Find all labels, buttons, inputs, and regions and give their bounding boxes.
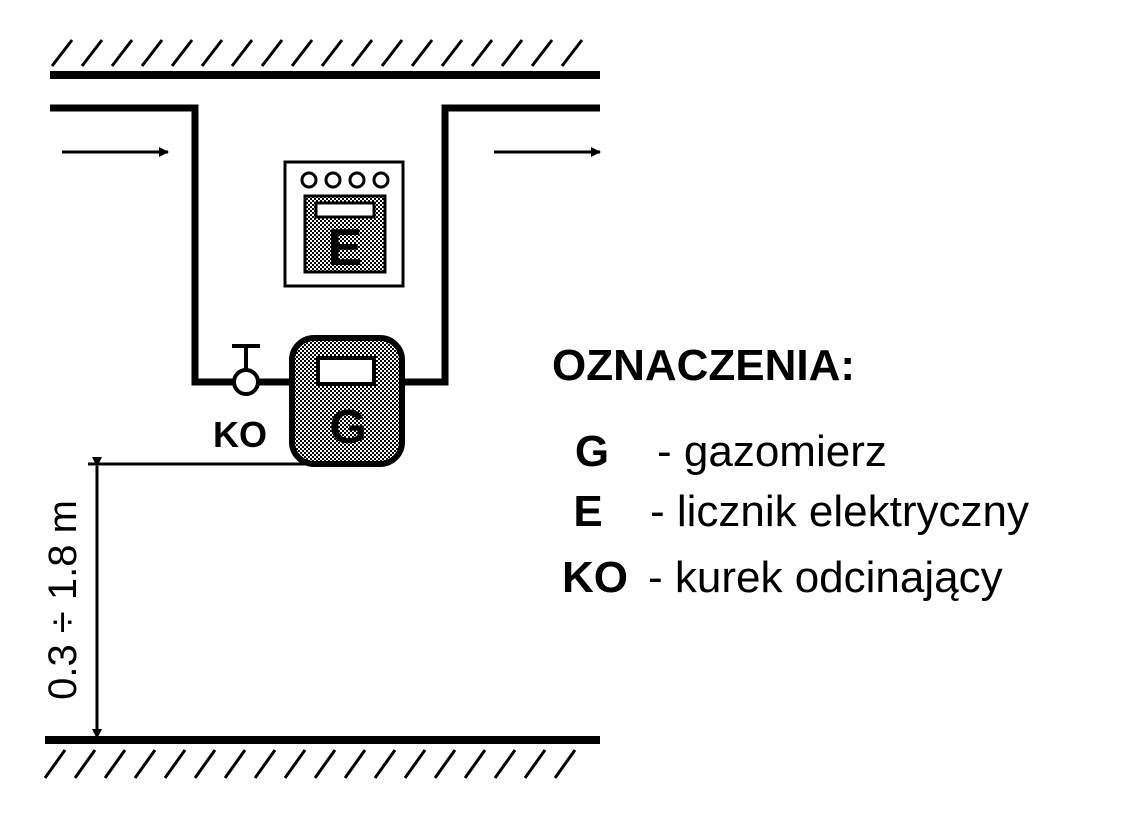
shutoff-valve-icon	[232, 344, 260, 396]
floor	[43, 736, 600, 779]
floor-hatch	[43, 749, 577, 779]
ceiling	[50, 39, 600, 79]
electric-meter: E	[283, 160, 405, 288]
legend-symbol-gas: G	[575, 427, 609, 476]
legend-symbol-electric: E	[573, 487, 602, 536]
legend-title: OZNACZENIA:	[552, 341, 855, 390]
electric-meter-label: E	[328, 219, 363, 277]
height-dimension	[88, 457, 305, 739]
gas-meter-label: G	[329, 401, 366, 454]
valve-label: KO	[213, 414, 267, 455]
gas-meter: G	[289, 335, 405, 467]
height-dimension-label: 0.3 ÷ 1.8 m	[41, 500, 85, 700]
legend-desc-gas: - gazomierz	[657, 427, 887, 476]
legend-desc-electric: - licznik elektryczny	[650, 487, 1029, 536]
ceiling-hatch	[50, 39, 584, 67]
legend: OZNACZENIA: G - gazomierz E - licznik el…	[552, 341, 1029, 602]
legend-symbol-valve: KO	[562, 553, 628, 602]
legend-desc-valve: - kurek odcinający	[648, 553, 1003, 602]
